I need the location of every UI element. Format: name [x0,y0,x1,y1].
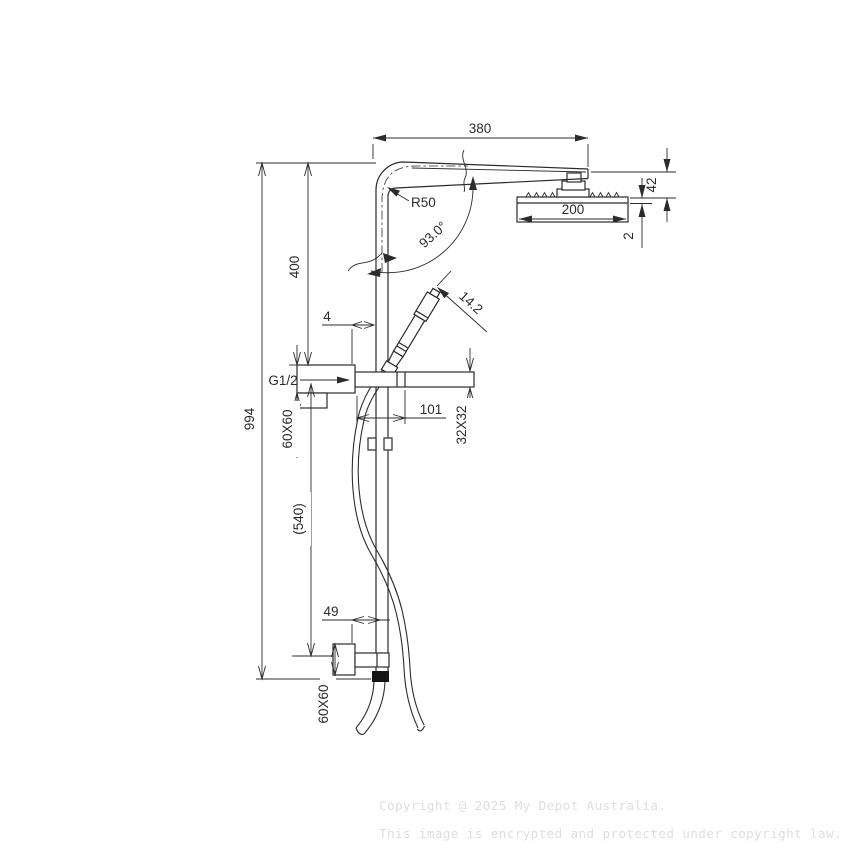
dim-handle-dia: 14.2 [456,288,486,317]
dim-arm-section: 32X32 [454,405,469,444]
dim-upper-height: 400 [287,256,302,279]
wall-bracket-lower-assembly [332,643,390,682]
arm-taper-line [411,167,587,173]
arrow-14-2 [437,287,450,299]
copyright-footer: Copyright @ 2025 My Depot Australia. Thi… [379,798,842,841]
pipe-inner-edge [387,177,589,671]
wall-bracket-upper [296,364,356,394]
dim-upper-bracket: 60X60 [280,409,295,448]
hand-shower-nub [429,287,441,299]
handle-joint-line-1 [396,345,407,353]
arrow-540-top [307,382,315,398]
arrow-32x32-top [466,357,474,373]
arrow-994-top [258,161,266,177]
rain-shower-head [516,172,629,223]
dim-angle: 93.0° [416,218,450,250]
swivel-top [566,172,582,183]
hand-shower [380,287,441,377]
rail-clamp-left [367,437,377,451]
arrow-49-right [367,616,382,624]
arrow-380-left [373,134,386,142]
rail-clamp-right [383,437,393,451]
arrow-2-bottom [638,204,646,217]
arrow-101-left [355,414,370,422]
dim-overall-height: 994 [242,407,257,430]
arrow-g12 [337,376,350,384]
dim-lower-bracket: 60X60 [316,684,331,723]
arrow-32x32-bottom [466,386,474,402]
dimensions: 380 R50 93.0° 14.2 200 42 2 [242,121,676,732]
arrow-380-right [575,134,588,142]
arrow-60x60t-top [293,351,301,367]
dim-line-14-2 [439,289,488,333]
diverter-arm-assembly [296,364,475,409]
label-bg-540 [295,492,311,546]
arrow-60x60b-top [331,642,339,658]
arrow-angle-top [469,176,477,190]
arrow-49-left [350,616,365,624]
lower-bracket-arm [354,652,390,668]
arrow-994-bottom [258,665,266,681]
arrow-400-top [304,161,312,177]
arrow-angle-pipe [383,253,397,263]
arrow-200-left [519,215,532,223]
arrow-42-bottom [663,198,671,211]
dim-head-offset: 42 [644,177,659,192]
arrow-4-left [350,321,363,329]
dim-arm-length: 380 [469,121,492,136]
hose-end-cap-right [417,725,426,732]
arrow-42-top [663,159,671,172]
arrow-r50 [387,187,400,197]
handle-joint-line-2 [398,341,409,349]
hand-shower-handle [392,314,426,358]
copyright-line-1: Copyright @ 2025 My Depot Australia. [379,798,666,813]
arrow-4-right [363,321,376,329]
dim-head-lip: 2 [621,232,636,240]
dim-inlet-thread: G1/2 [268,373,297,388]
pipe-break-mark [347,252,383,272]
arrow-200-right [613,215,626,223]
dim-wall-gap: 4 [323,309,331,324]
handle-axis-extension [436,270,452,287]
dim-arm-reach: 101 [420,402,443,417]
hose-lower-left-b [363,681,386,735]
hose-connector-ring [372,671,389,682]
label-bg-60x60b [320,676,336,732]
pipe-centerline [381,165,468,272]
hose-end-cap-left [355,727,365,735]
label-bg-60x60t [284,401,300,457]
hand-shower-head-line [415,310,429,319]
dim-mid-height: (540) [291,503,306,535]
pipe-outer-edge [375,161,589,671]
arm-break-mark [462,149,467,193]
angle-arc [370,187,474,274]
copyright-line-2: This image is encrypted and protected un… [379,826,842,841]
arrow-400-bottom [304,351,312,367]
dim-lower-offset: 49 [323,604,338,619]
arrow-101-right [392,414,407,422]
diverter-box [296,392,328,409]
hose-lower-left-a [355,681,375,729]
arrow-540-bottom [307,642,315,658]
label-bg-32x32 [458,398,474,452]
arrow-60x60b-bottom [331,661,339,677]
arrow-angle-end [367,268,381,277]
arrow-2-top [638,185,646,198]
dim-head-width: 200 [562,202,585,217]
dim-bend-radius: R50 [411,195,436,210]
cross-arm [354,371,475,388]
